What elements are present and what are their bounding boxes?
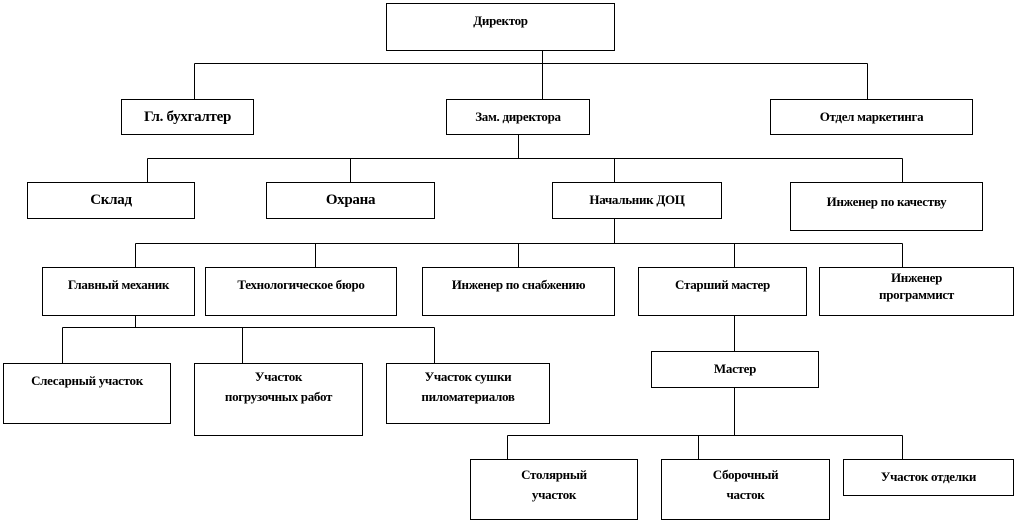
box-tech-bureau: Технологическое бюро xyxy=(205,267,397,316)
connector-director xyxy=(194,51,868,99)
box-quality-engineer: Инженер по качеству xyxy=(790,182,983,231)
connector-doc-head xyxy=(135,218,903,267)
box-master: Мастер xyxy=(651,351,819,388)
box-finishing-section: Участок отделки xyxy=(843,459,1014,496)
box-chief-accountant: Гл. бухгалтер xyxy=(121,99,254,135)
box-joinery-section: Столярный участок xyxy=(470,459,638,520)
box-deputy-director: Зам. директора xyxy=(446,99,590,135)
connector-chief-mechanic xyxy=(62,315,435,363)
box-assembly-section: Сборочный часток xyxy=(661,459,830,520)
box-locksmith-section: Слесарный участок xyxy=(3,363,171,424)
connector-master xyxy=(507,387,903,459)
box-loading-section: Участок погрузочных работ xyxy=(194,363,363,436)
box-doc-head: Начальник ДОЦ xyxy=(552,182,722,219)
connector-deputy xyxy=(147,134,903,182)
box-programmer-engineer: Инженер программист xyxy=(819,267,1014,316)
box-director: Директор xyxy=(386,3,615,51)
box-marketing: Отдел маркетинга xyxy=(770,99,973,135)
box-drying-section: Участок сушки пиломатериалов xyxy=(386,363,550,424)
box-supply-engineer: Инженер по снабжению xyxy=(422,267,615,316)
box-chief-mechanic: Главный механик xyxy=(42,267,195,316)
box-warehouse: Склад xyxy=(27,182,195,219)
box-senior-master: Старший мастер xyxy=(638,267,807,316)
box-security: Охрана xyxy=(266,182,435,219)
